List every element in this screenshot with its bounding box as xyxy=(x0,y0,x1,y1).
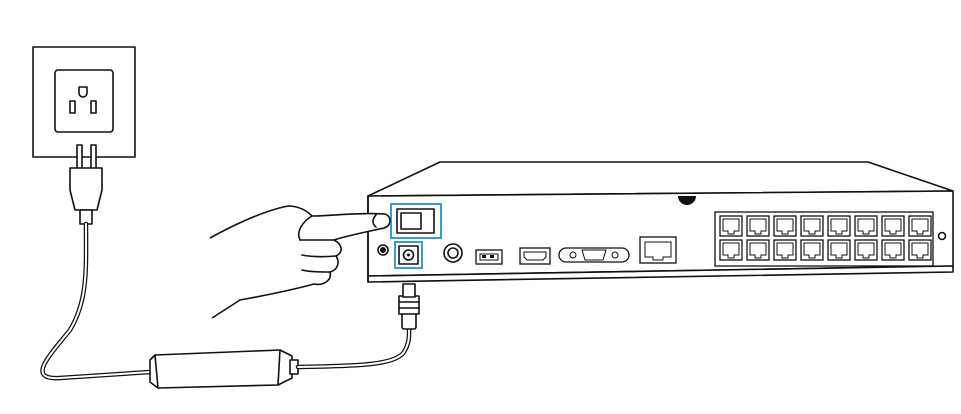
dc-power-input-icon xyxy=(394,241,423,269)
power-plug-icon xyxy=(69,144,103,225)
hand-pointer-icon xyxy=(209,205,391,319)
wall-outlet-icon xyxy=(32,46,136,158)
poe-lan-port xyxy=(746,215,770,237)
dc-cable xyxy=(295,325,412,370)
poe-lan-port xyxy=(719,215,743,237)
ethernet-port-icon xyxy=(639,236,677,264)
power-cable xyxy=(40,221,153,381)
poe-lan-port xyxy=(773,215,797,237)
usb-port-icon xyxy=(475,249,503,265)
poe-lan-port xyxy=(881,215,905,237)
power-switch-icon xyxy=(390,203,442,239)
poe-lan-port xyxy=(854,239,878,261)
poe-lan-port xyxy=(800,239,824,261)
hdmi-port-icon xyxy=(519,247,551,265)
dc-connector-icon xyxy=(398,283,420,330)
poe-port-block-icon xyxy=(714,211,934,267)
reset-button-icon xyxy=(377,244,389,256)
poe-lan-port xyxy=(908,239,932,261)
poe-lan-port xyxy=(881,239,905,261)
poe-lan-port xyxy=(719,239,743,261)
poe-lan-port xyxy=(827,239,851,261)
vga-port-icon xyxy=(558,247,630,263)
poe-lan-port xyxy=(854,215,878,237)
poe-lan-port xyxy=(800,215,824,237)
poe-lan-port xyxy=(908,215,932,237)
poe-lan-port xyxy=(773,239,797,261)
poe-lan-port xyxy=(827,215,851,237)
poe-lan-port xyxy=(746,239,770,261)
audio-jack-icon xyxy=(443,243,463,263)
screw-icon xyxy=(937,231,947,241)
power-adapter-icon xyxy=(149,349,299,389)
